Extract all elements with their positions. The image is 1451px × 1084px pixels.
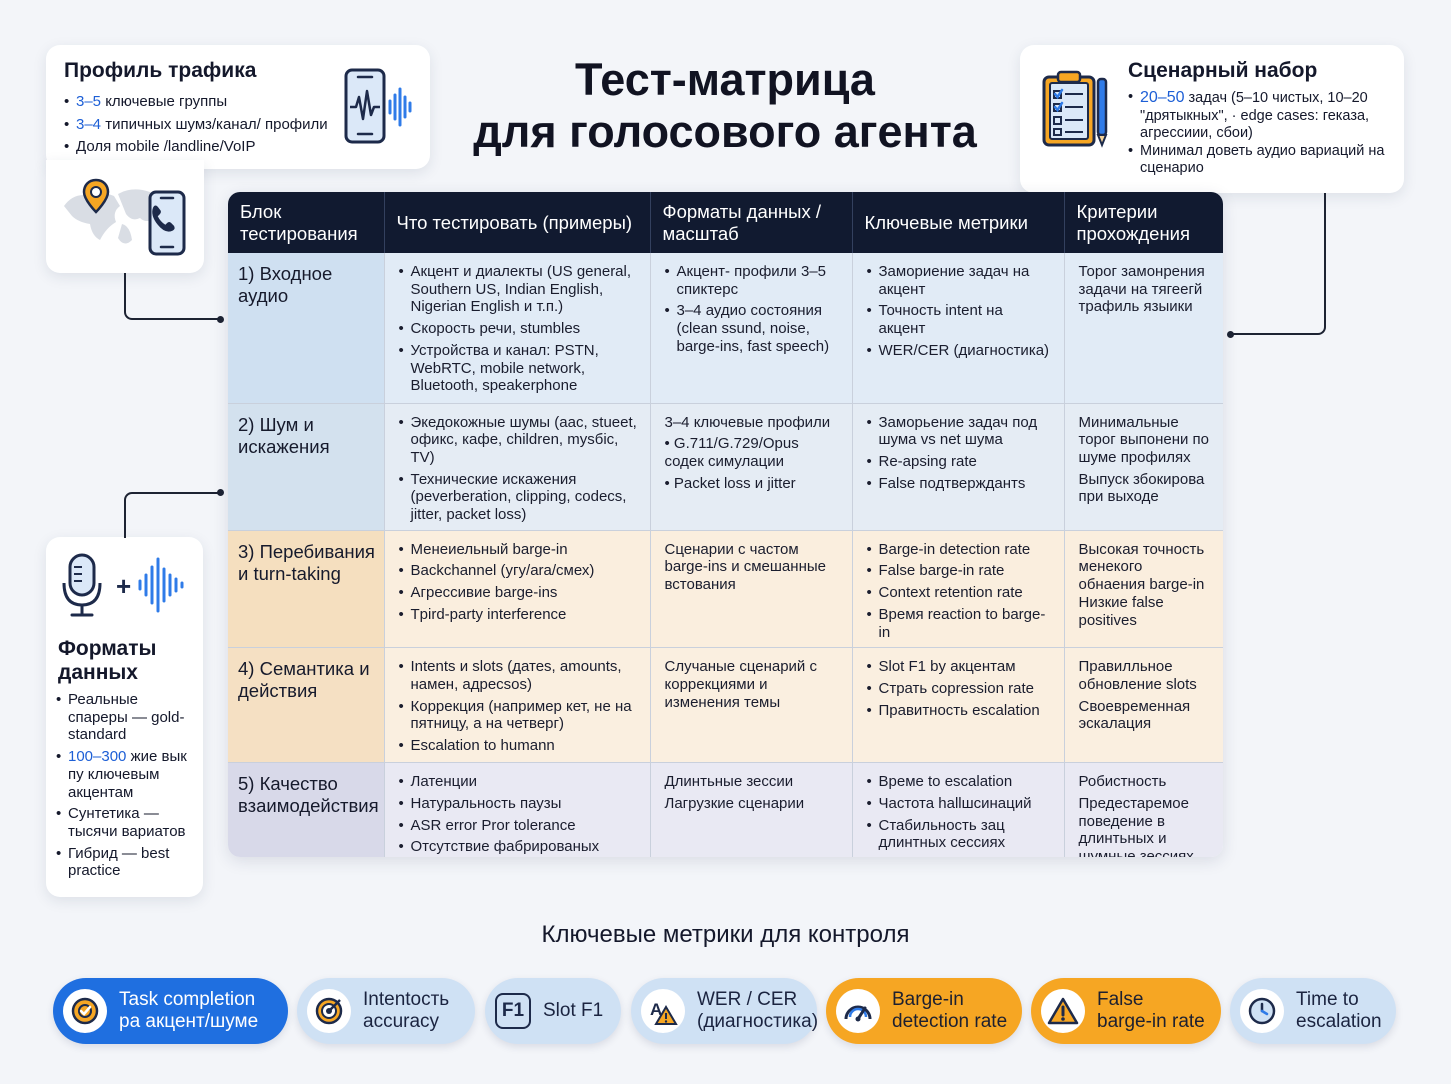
row-block-name: 2) Шум и искажения: [228, 403, 385, 531]
pass-criteria-cell: Минимальные торог выпонени по шуме профи…: [1064, 403, 1223, 531]
traffic-profile-title: Профиль трафика: [64, 59, 257, 82]
metric-pill-wer-cer: A WER / CER(диагностика): [631, 978, 818, 1044]
pass-criteria-cell: Робистность Предестаремое поведение в дл…: [1064, 762, 1223, 857]
list-item: Реальные спареры — gold-standard: [56, 691, 201, 744]
data-formats-card: + Форматы данных Реальные спареры — gold…: [46, 537, 203, 897]
row-block-name: 1) Входное аудио: [228, 253, 385, 404]
table-row: 5) Качество взаимодействия Латенции Нату…: [228, 762, 1223, 857]
row-block-name: 3) Перебивания и turn-taking: [228, 530, 385, 649]
title-line-1: Тест-матрица: [575, 54, 875, 105]
connector-dot: [217, 489, 224, 496]
data-formats-cell: Случаные сценарий с коррекциями и измене…: [650, 647, 853, 764]
plus-sign: +: [116, 571, 132, 601]
pass-criteria-cell: Высокая точность менекого обнаения barge…: [1064, 530, 1223, 649]
list-item: 20–50 задач (5–10 чистых, 10–20 "дрятыкн…: [1128, 89, 1398, 143]
list-item: Доля mobile /landline/VoIP: [64, 136, 354, 159]
connector-dot: [217, 316, 224, 323]
data-formats-cell: Длинтьные зессии Лагрузкие сценарии: [650, 762, 853, 857]
traffic-profile-illustration: [46, 160, 204, 273]
key-metrics-cell: Barge-in detection rate False barge-in r…: [852, 530, 1065, 649]
connector-dot: [1227, 331, 1234, 338]
gauge-icon: [836, 989, 880, 1033]
table-row: 2) Шум и искажения Экедокожные шумы (аас…: [228, 403, 1223, 531]
microphone-wave-icon: [62, 553, 184, 617]
svg-text:A: A: [650, 1000, 662, 1019]
table-row: 1) Входное аудио Акцент и диалекты (US g…: [228, 253, 1223, 404]
traffic-profile-card: Профиль трафика 3–5 ключевые группы 3–4 …: [46, 45, 430, 169]
row-block-name: 5) Качество взаимодействия: [228, 762, 385, 857]
target-icon: [307, 989, 351, 1033]
column-header: Критерии прохождения: [1064, 192, 1223, 253]
row-block-name: 4) Семантика и действия: [228, 647, 385, 764]
key-metrics-cell: Замориение задач на акцент Точность inte…: [852, 253, 1065, 404]
key-metrics-cell: Време to escalation Частота hallшсинаций…: [852, 762, 1065, 857]
warning-icon: [1041, 989, 1085, 1033]
table-header-row: Блок тестирования Что тестировать (приме…: [228, 192, 1223, 253]
list-item: 3–4 типичных шумз/канал/ профили: [64, 114, 354, 137]
column-header: Что тестировать (примеры): [384, 192, 651, 253]
pass-criteria-cell: Правилльное обновление slots Своевременн…: [1064, 647, 1223, 764]
data-formats-list: Реальные спареры — gold-standard 100–300…: [56, 691, 201, 884]
what-to-test-cell: Акцент и диалекты (US general, Southern …: [384, 253, 651, 404]
list-item: 100–300 жие вык пу ключевым акцентам: [56, 748, 201, 801]
scenario-set-title: Сценарный набор: [1128, 59, 1318, 82]
data-formats-title: Форматы данных: [58, 637, 157, 684]
column-header: Ключевые метрики: [852, 192, 1065, 253]
key-metrics-cell: Заморьение задач под шума vs net шума Re…: [852, 403, 1065, 531]
world-map-phone-icon: [64, 178, 186, 256]
title-line-2: для голосового агента: [473, 106, 977, 157]
list-item: 3–5 ключевые группы: [64, 91, 354, 114]
metric-pill-slot-f1: F1 Slot F1: [485, 978, 621, 1044]
f1-icon: F1: [495, 993, 531, 1029]
key-metrics-cell: Slot F1 by акцентам Страть copression ra…: [852, 647, 1065, 764]
data-formats-cell: Акцент- профили 3–5 спиктерс 3–4 аудио с…: [650, 253, 853, 404]
data-formats-cell: 3–4 ключевые профили • G.711/G.729/Opus …: [650, 403, 853, 531]
key-metrics-title: Ключевые метрики для контроля: [541, 921, 910, 948]
traffic-profile-list: 3–5 ключевые группы 3–4 типичных шумз/ка…: [64, 91, 354, 159]
phone-audio-icon: [344, 68, 412, 144]
column-header: Блок тестирования: [228, 192, 385, 253]
clipboard-checklist-icon: [1042, 70, 1108, 148]
column-header: Форматы данных / масштаб: [650, 192, 853, 253]
what-to-test-cell: Экедокожные шумы (аас, stueet, офикс, ка…: [384, 403, 651, 531]
data-formats-cell: Сценарии с частом barge-ins и смешанные …: [650, 530, 853, 649]
pass-criteria-cell: Торог замонрения задачи на тягеегй трафи…: [1064, 253, 1223, 404]
connector-formats: [124, 492, 222, 538]
list-item: Гибрид — best practice: [56, 845, 201, 880]
text-warning-icon: A: [641, 989, 685, 1033]
table-row: 3) Перебивания и turn-taking Менеиельный…: [228, 530, 1223, 649]
page-title: Тест-матрица для голосового агента: [440, 54, 1010, 158]
test-matrix-table: Блок тестирования Что тестировать (приме…: [228, 192, 1223, 857]
check-target-icon: [63, 989, 107, 1033]
what-to-test-cell: Intents и slots (датеs, amounts, намен, …: [384, 647, 651, 764]
connector-traffic: [124, 273, 222, 320]
list-item: Сунтетика — тысячи вариатов: [56, 805, 201, 840]
what-to-test-cell: Латенции Натуральность паузы ASR error P…: [384, 762, 651, 857]
list-item: Минимал доветь аудио вариаций на сценари…: [1128, 143, 1398, 178]
what-to-test-cell: Менеиельный barge-in Backchannel (угу/ar…: [384, 530, 651, 649]
scenario-set-list: 20–50 задач (5–10 чистых, 10–20 "дрятыкн…: [1128, 89, 1398, 178]
connector-scenario: [1230, 193, 1326, 335]
scenario-set-card: Сценарный набор 20–50 задач (5–10 чистых…: [1020, 45, 1404, 193]
table-row: 4) Семантика и действия Intents и slots …: [228, 647, 1223, 764]
clock-icon: [1240, 989, 1284, 1033]
